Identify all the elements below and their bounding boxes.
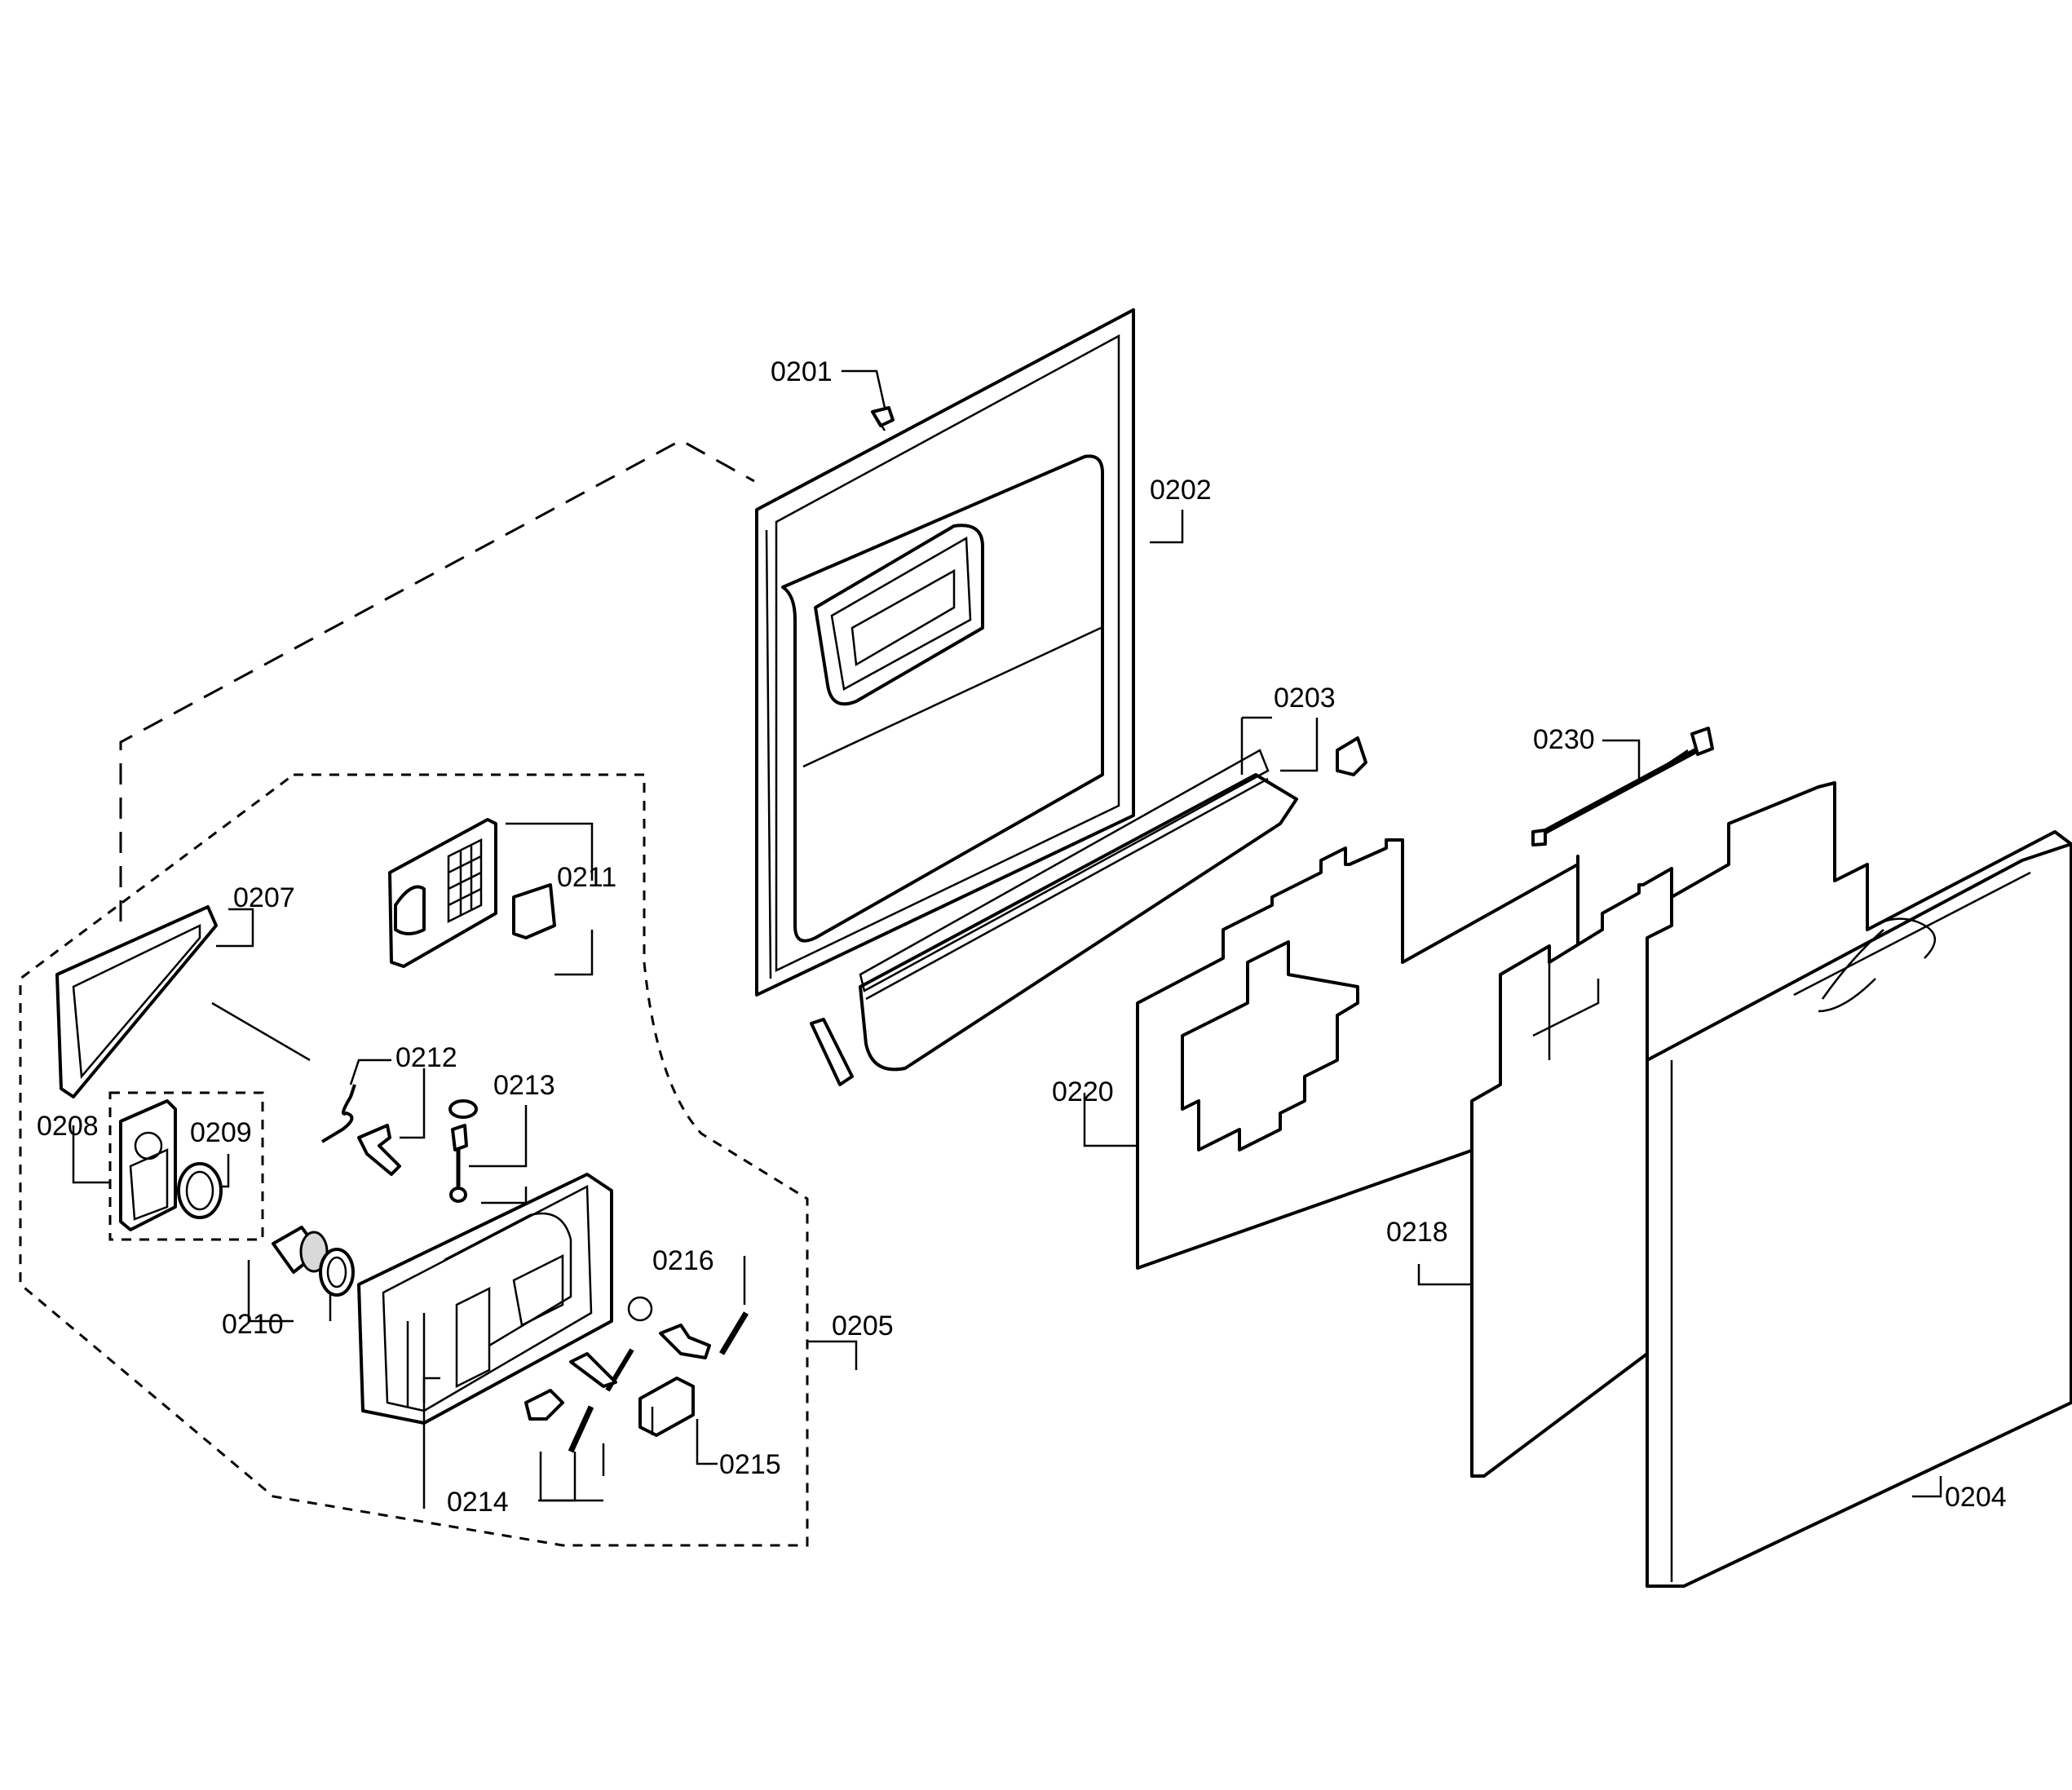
door-cable [1531, 727, 1714, 846]
latch-lever [357, 1124, 401, 1176]
label-0202: 0202 [1150, 475, 1212, 506]
label-0215: 0215 [719, 1449, 781, 1480]
rinse-aid-cap [272, 1226, 355, 1297]
label-0211: 0211 [557, 862, 616, 893]
label-0205: 0205 [832, 1310, 894, 1341]
inner-door-frame [755, 308, 1135, 997]
label-0203: 0203 [1274, 683, 1336, 714]
label-0213: 0213 [493, 1070, 555, 1101]
leader-lines [72, 369, 1942, 1509]
label-0230: 0230 [1533, 724, 1595, 755]
latch-parts [524, 1296, 749, 1453]
actuator-pin [448, 1099, 478, 1203]
door-screw [871, 406, 895, 431]
detergent-cover [119, 1099, 177, 1231]
cover-seal-ring [177, 1162, 223, 1219]
label-0216: 0216 [652, 1245, 714, 1276]
dispenser-assembly-boundary [19, 773, 809, 1547]
dispenser-group-outline [119, 439, 755, 922]
label-0201: 0201 [771, 356, 833, 387]
label-0220: 0220 [1052, 1076, 1114, 1107]
insulation-panel [1136, 838, 1579, 1270]
label-0208: 0208 [37, 1111, 99, 1142]
label-0207: 0207 [233, 882, 295, 913]
label-0209: 0209 [190, 1117, 252, 1148]
label-0214: 0214 [447, 1487, 509, 1518]
lid-spring [320, 1084, 356, 1143]
lower-door-strip [810, 736, 1367, 1086]
dispenser-gasket [55, 905, 218, 1098]
outer-door-panel [1646, 781, 2072, 1588]
dispenser-housing [357, 1173, 613, 1425]
label-0218: 0218 [1386, 1217, 1448, 1248]
label-0204: 0204 [1945, 1482, 2007, 1513]
dispenser-switch [638, 1377, 695, 1437]
vent-grille [388, 818, 556, 968]
label-0210: 0210 [222, 1309, 284, 1340]
label-0212: 0212 [395, 1042, 457, 1073]
